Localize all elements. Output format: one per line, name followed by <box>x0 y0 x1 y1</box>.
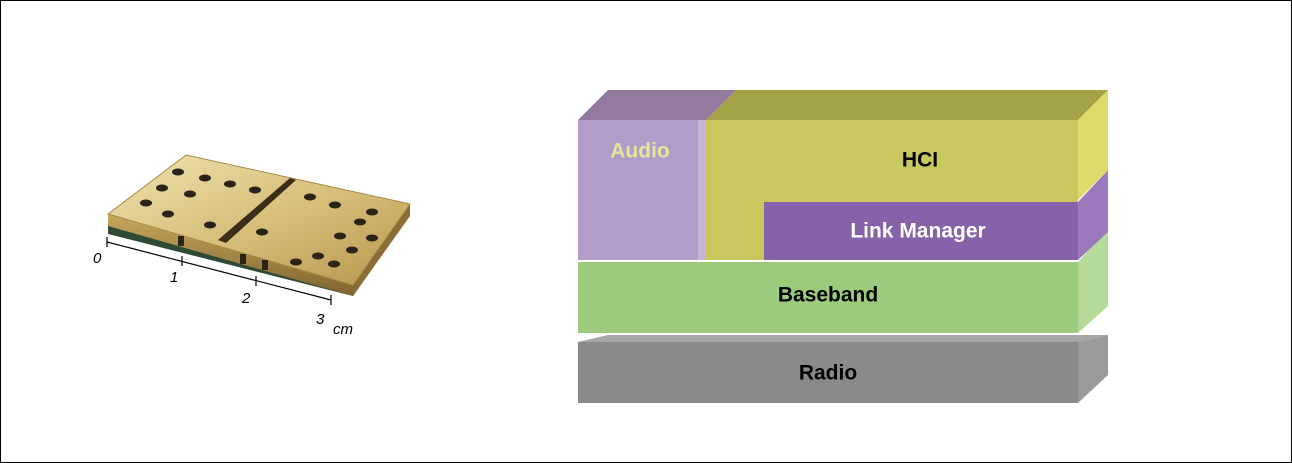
layer-radio: Radio <box>578 335 1108 403</box>
layer-baseband-side <box>1078 229 1108 333</box>
layer-audio: Audio <box>578 90 736 260</box>
scale-label-1: 1 <box>170 269 178 286</box>
layer-link-manager-front <box>764 202 1078 260</box>
scale-label-0: 0 <box>93 250 102 267</box>
layer-audio-side <box>698 120 706 260</box>
layer-baseband-label: Baseband <box>778 284 878 307</box>
layer-hci: HCI <box>706 90 1108 260</box>
layer-radio-front <box>578 342 1078 403</box>
scale-label-3: 3 <box>316 311 325 328</box>
bluetooth-module-illustration <box>106 154 411 296</box>
module-shield-holes <box>140 168 378 268</box>
layer-hci-top <box>706 90 1108 120</box>
layer-radio-top <box>578 335 1108 342</box>
layer-link-manager-label: Link Manager <box>850 220 985 243</box>
module-shield-notches <box>178 236 268 270</box>
protocol-stack-diagram: Radio Baseband HCI Link Manager Audio <box>578 90 1108 403</box>
scale-label-2: 2 <box>241 290 251 307</box>
module-shield-top <box>106 154 411 286</box>
module-shield-front <box>108 214 353 296</box>
scale-axis-line <box>106 241 332 301</box>
layer-hci-side <box>1078 90 1108 200</box>
layer-hci-label: HCI <box>902 149 938 172</box>
layer-radio-label: Radio <box>799 362 857 385</box>
module-shield-slot <box>218 178 296 243</box>
layer-audio-top <box>578 90 736 120</box>
module-shield-side <box>353 204 410 296</box>
layer-audio-front <box>578 120 698 260</box>
scale-ruler: 0 1 2 3 cm <box>93 237 353 338</box>
layer-link-manager: Link Manager <box>764 170 1108 260</box>
layer-baseband-front <box>578 262 1078 333</box>
layer-baseband: Baseband <box>578 229 1108 333</box>
layer-hci-front <box>706 120 1078 260</box>
scale-unit-label: cm <box>333 321 353 338</box>
layer-radio-side <box>1078 335 1108 403</box>
layer-link-manager-side <box>1078 170 1108 260</box>
layer-audio-label: Audio <box>610 140 669 163</box>
